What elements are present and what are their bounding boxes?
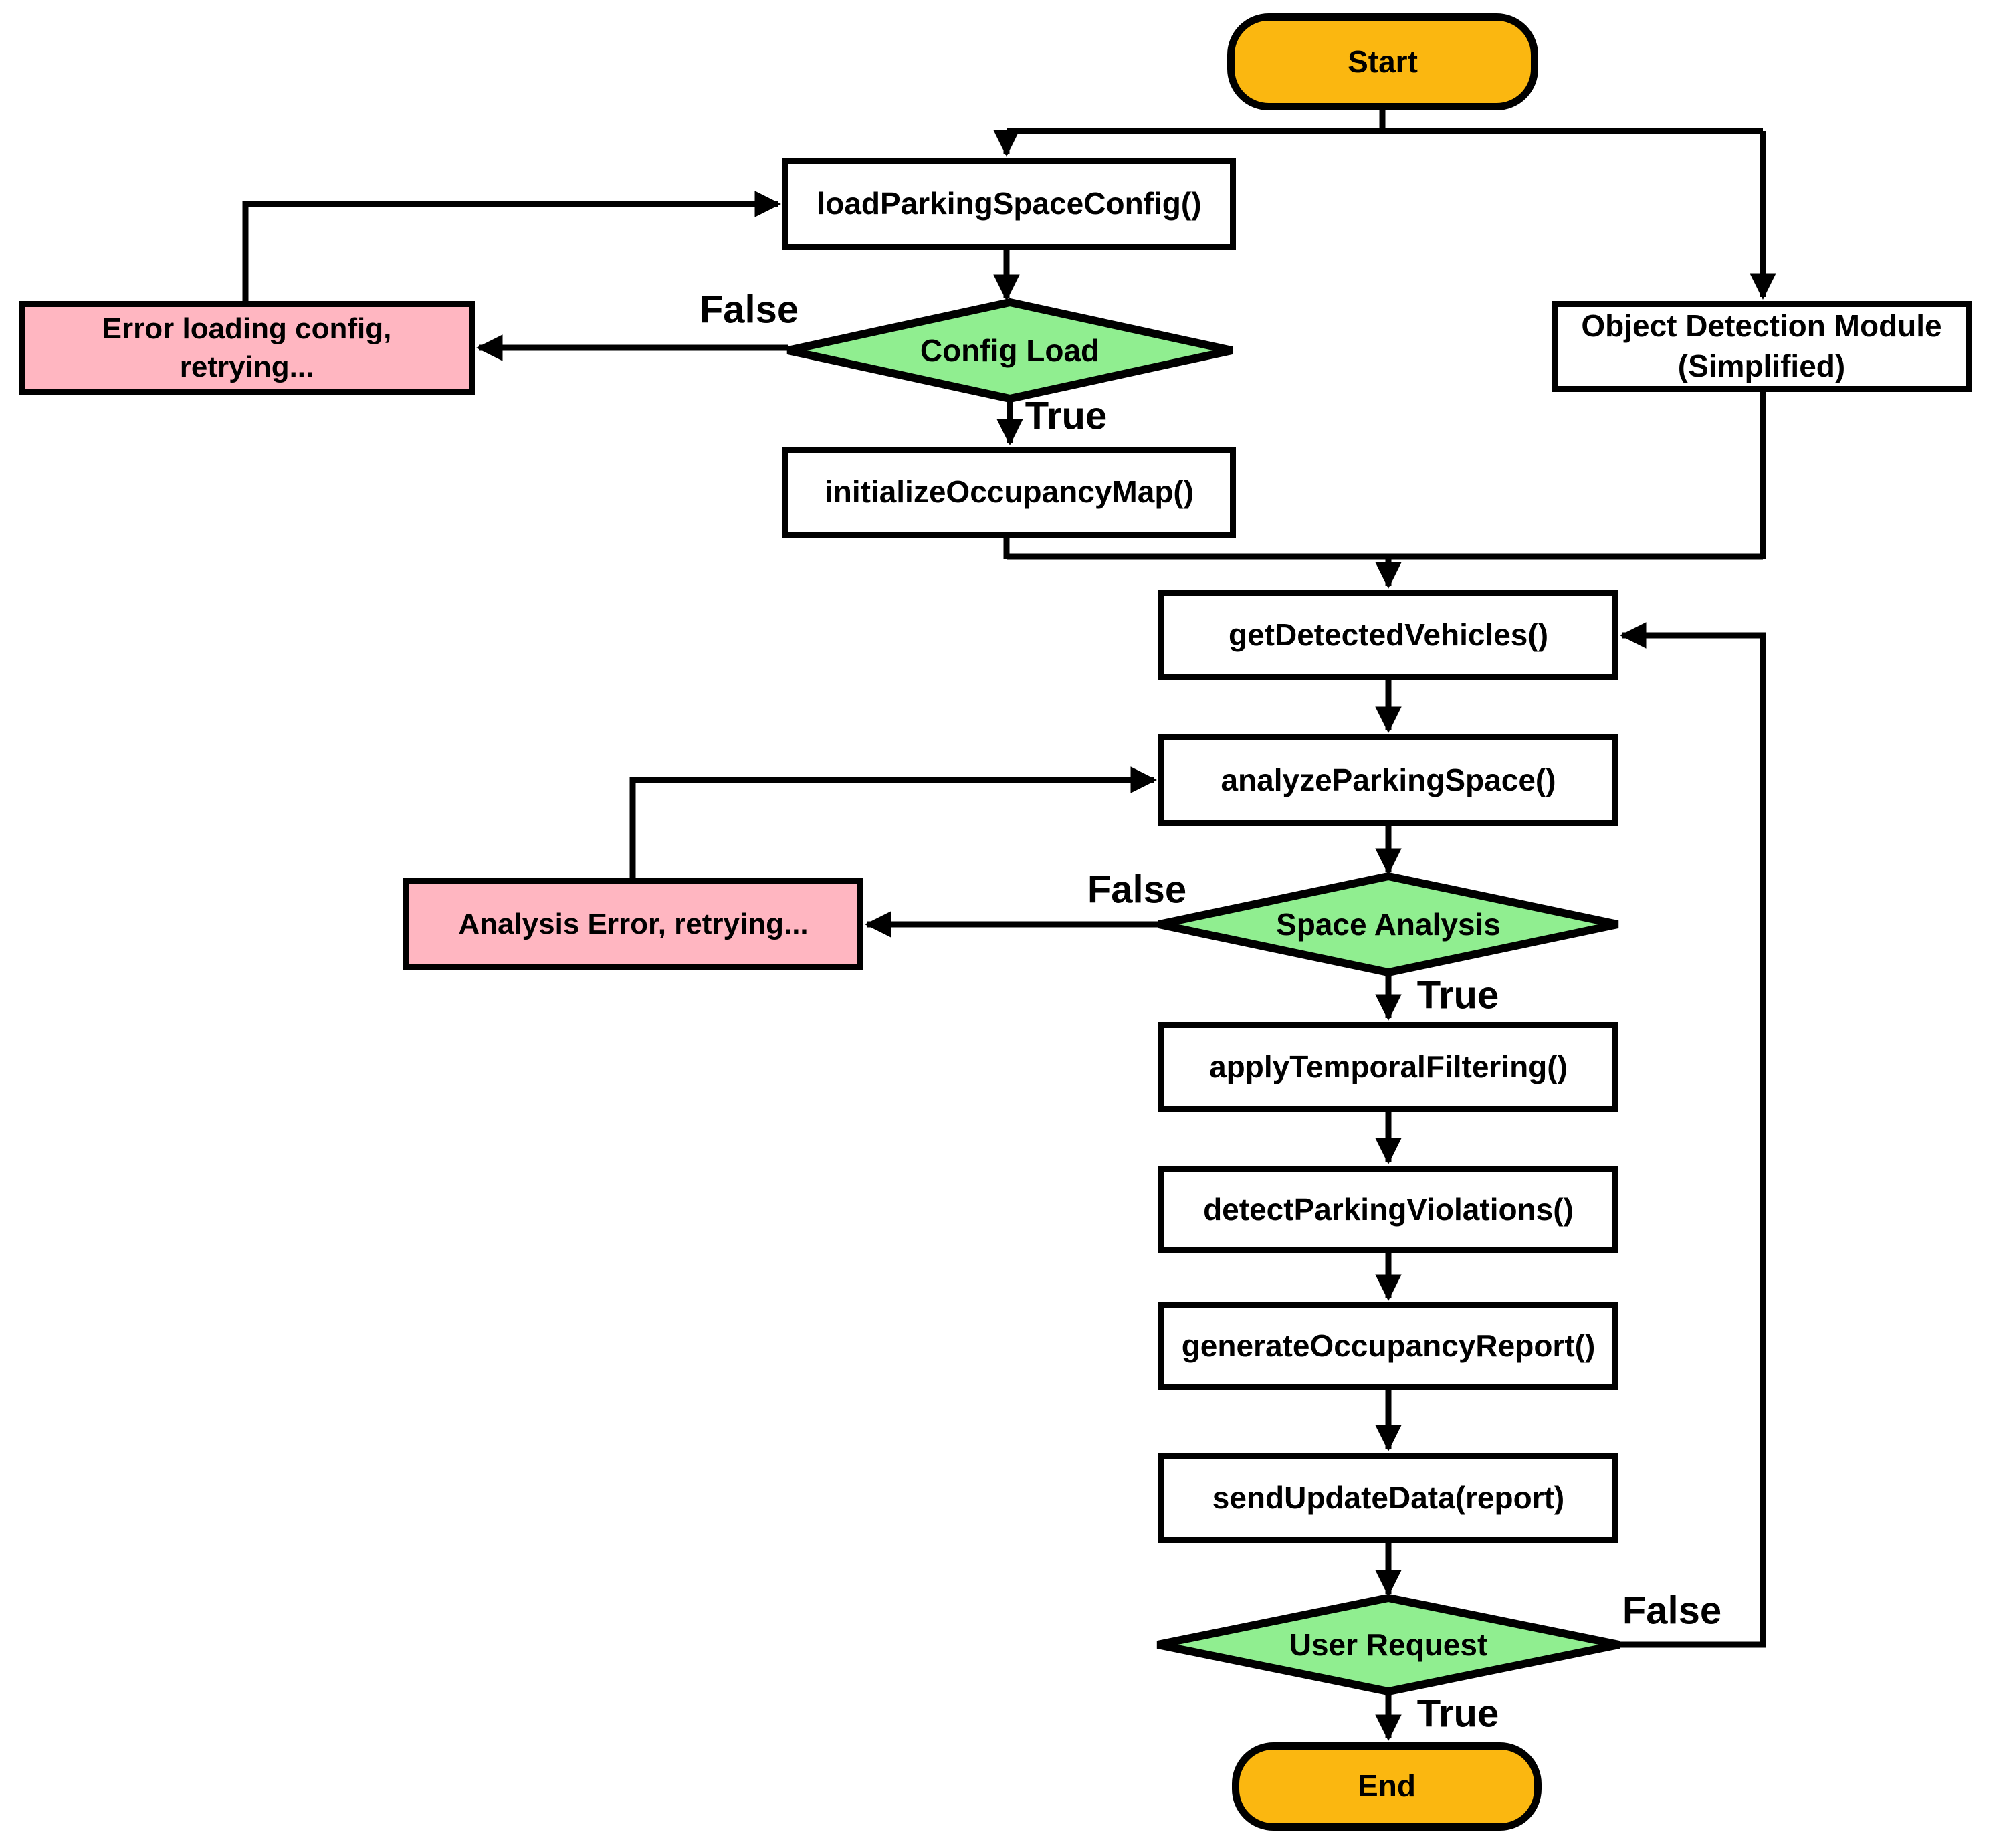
- detect-parking-violations-label: detectParkingViolations(): [1203, 1191, 1574, 1227]
- analysis-error-label: Analysis Error, retrying...: [458, 907, 809, 940]
- start-node: Start: [1227, 13, 1538, 110]
- analyze-parking-space-label: analyzeParkingSpace(): [1221, 762, 1556, 797]
- edge-userdecision-false-loop-to-getvehicles: [1619, 622, 1766, 1648]
- config-true-edge-label: True: [1025, 394, 1107, 438]
- apply-temporal-filtering-label: applyTemporalFiltering(): [1209, 1049, 1568, 1084]
- end-node: End: [1232, 1742, 1542, 1831]
- object-detection-module-node: Object Detection Module (Simplified): [1552, 301, 1972, 392]
- load-parking-space-config-node: loadParkingSpaceConfig(): [782, 158, 1236, 250]
- object-detection-module-label: Object Detection Module (Simplified): [1581, 308, 1942, 383]
- analyze-parking-space-node: analyzeParkingSpace(): [1158, 734, 1618, 826]
- config-load-decision-shape: [786, 298, 1233, 403]
- send-update-data-label: sendUpdateData(report): [1212, 1479, 1565, 1515]
- config-error-label: Error loading config, retrying...: [102, 312, 392, 383]
- user-request-decision-label: User Request: [1289, 1627, 1488, 1662]
- user-false-edge-label: False: [1622, 1588, 1722, 1633]
- config-load-decision-label: Config Load: [920, 333, 1100, 368]
- analysis-error-node: Analysis Error, retrying...: [403, 878, 863, 970]
- space-analysis-decision-label: Space Analysis: [1276, 907, 1501, 942]
- apply-temporal-filtering-node: applyTemporalFiltering(): [1158, 1022, 1618, 1112]
- initialize-occupancy-map-label: initializeOccupancyMap(): [824, 474, 1194, 510]
- generate-occupancy-report-node: generateOccupancyReport(): [1158, 1302, 1618, 1390]
- get-detected-vehicles-label: getDetectedVehicles(): [1228, 617, 1549, 652]
- edge-analysiserror-retry-to-analyze: [629, 766, 1157, 878]
- edge-configerror-retry-to-loadconfig: [242, 191, 781, 301]
- initialize-occupancy-map-node: initializeOccupancyMap(): [782, 447, 1236, 538]
- generate-occupancy-report-label: generateOccupancyReport(): [1181, 1328, 1596, 1363]
- detect-parking-violations-node: detectParkingViolations(): [1158, 1166, 1618, 1253]
- space-analysis-decision-shape: [1158, 871, 1619, 977]
- end-label: End: [1358, 1768, 1416, 1804]
- load-parking-space-config-label: loadParkingSpaceConfig(): [817, 186, 1202, 221]
- user-true-edge-label: True: [1416, 1691, 1499, 1736]
- space-false-edge-label: False: [1087, 867, 1187, 912]
- config-error-node: Error loading config, retrying...: [19, 301, 475, 395]
- user-request-decision-shape: [1156, 1593, 1620, 1696]
- config-false-edge-label: False: [699, 288, 799, 332]
- space-true-edge-label: True: [1416, 973, 1499, 1017]
- send-update-data-node: sendUpdateData(report): [1158, 1453, 1618, 1543]
- start-label: Start: [1348, 43, 1418, 79]
- get-detected-vehicles-node: getDetectedVehicles(): [1158, 590, 1618, 680]
